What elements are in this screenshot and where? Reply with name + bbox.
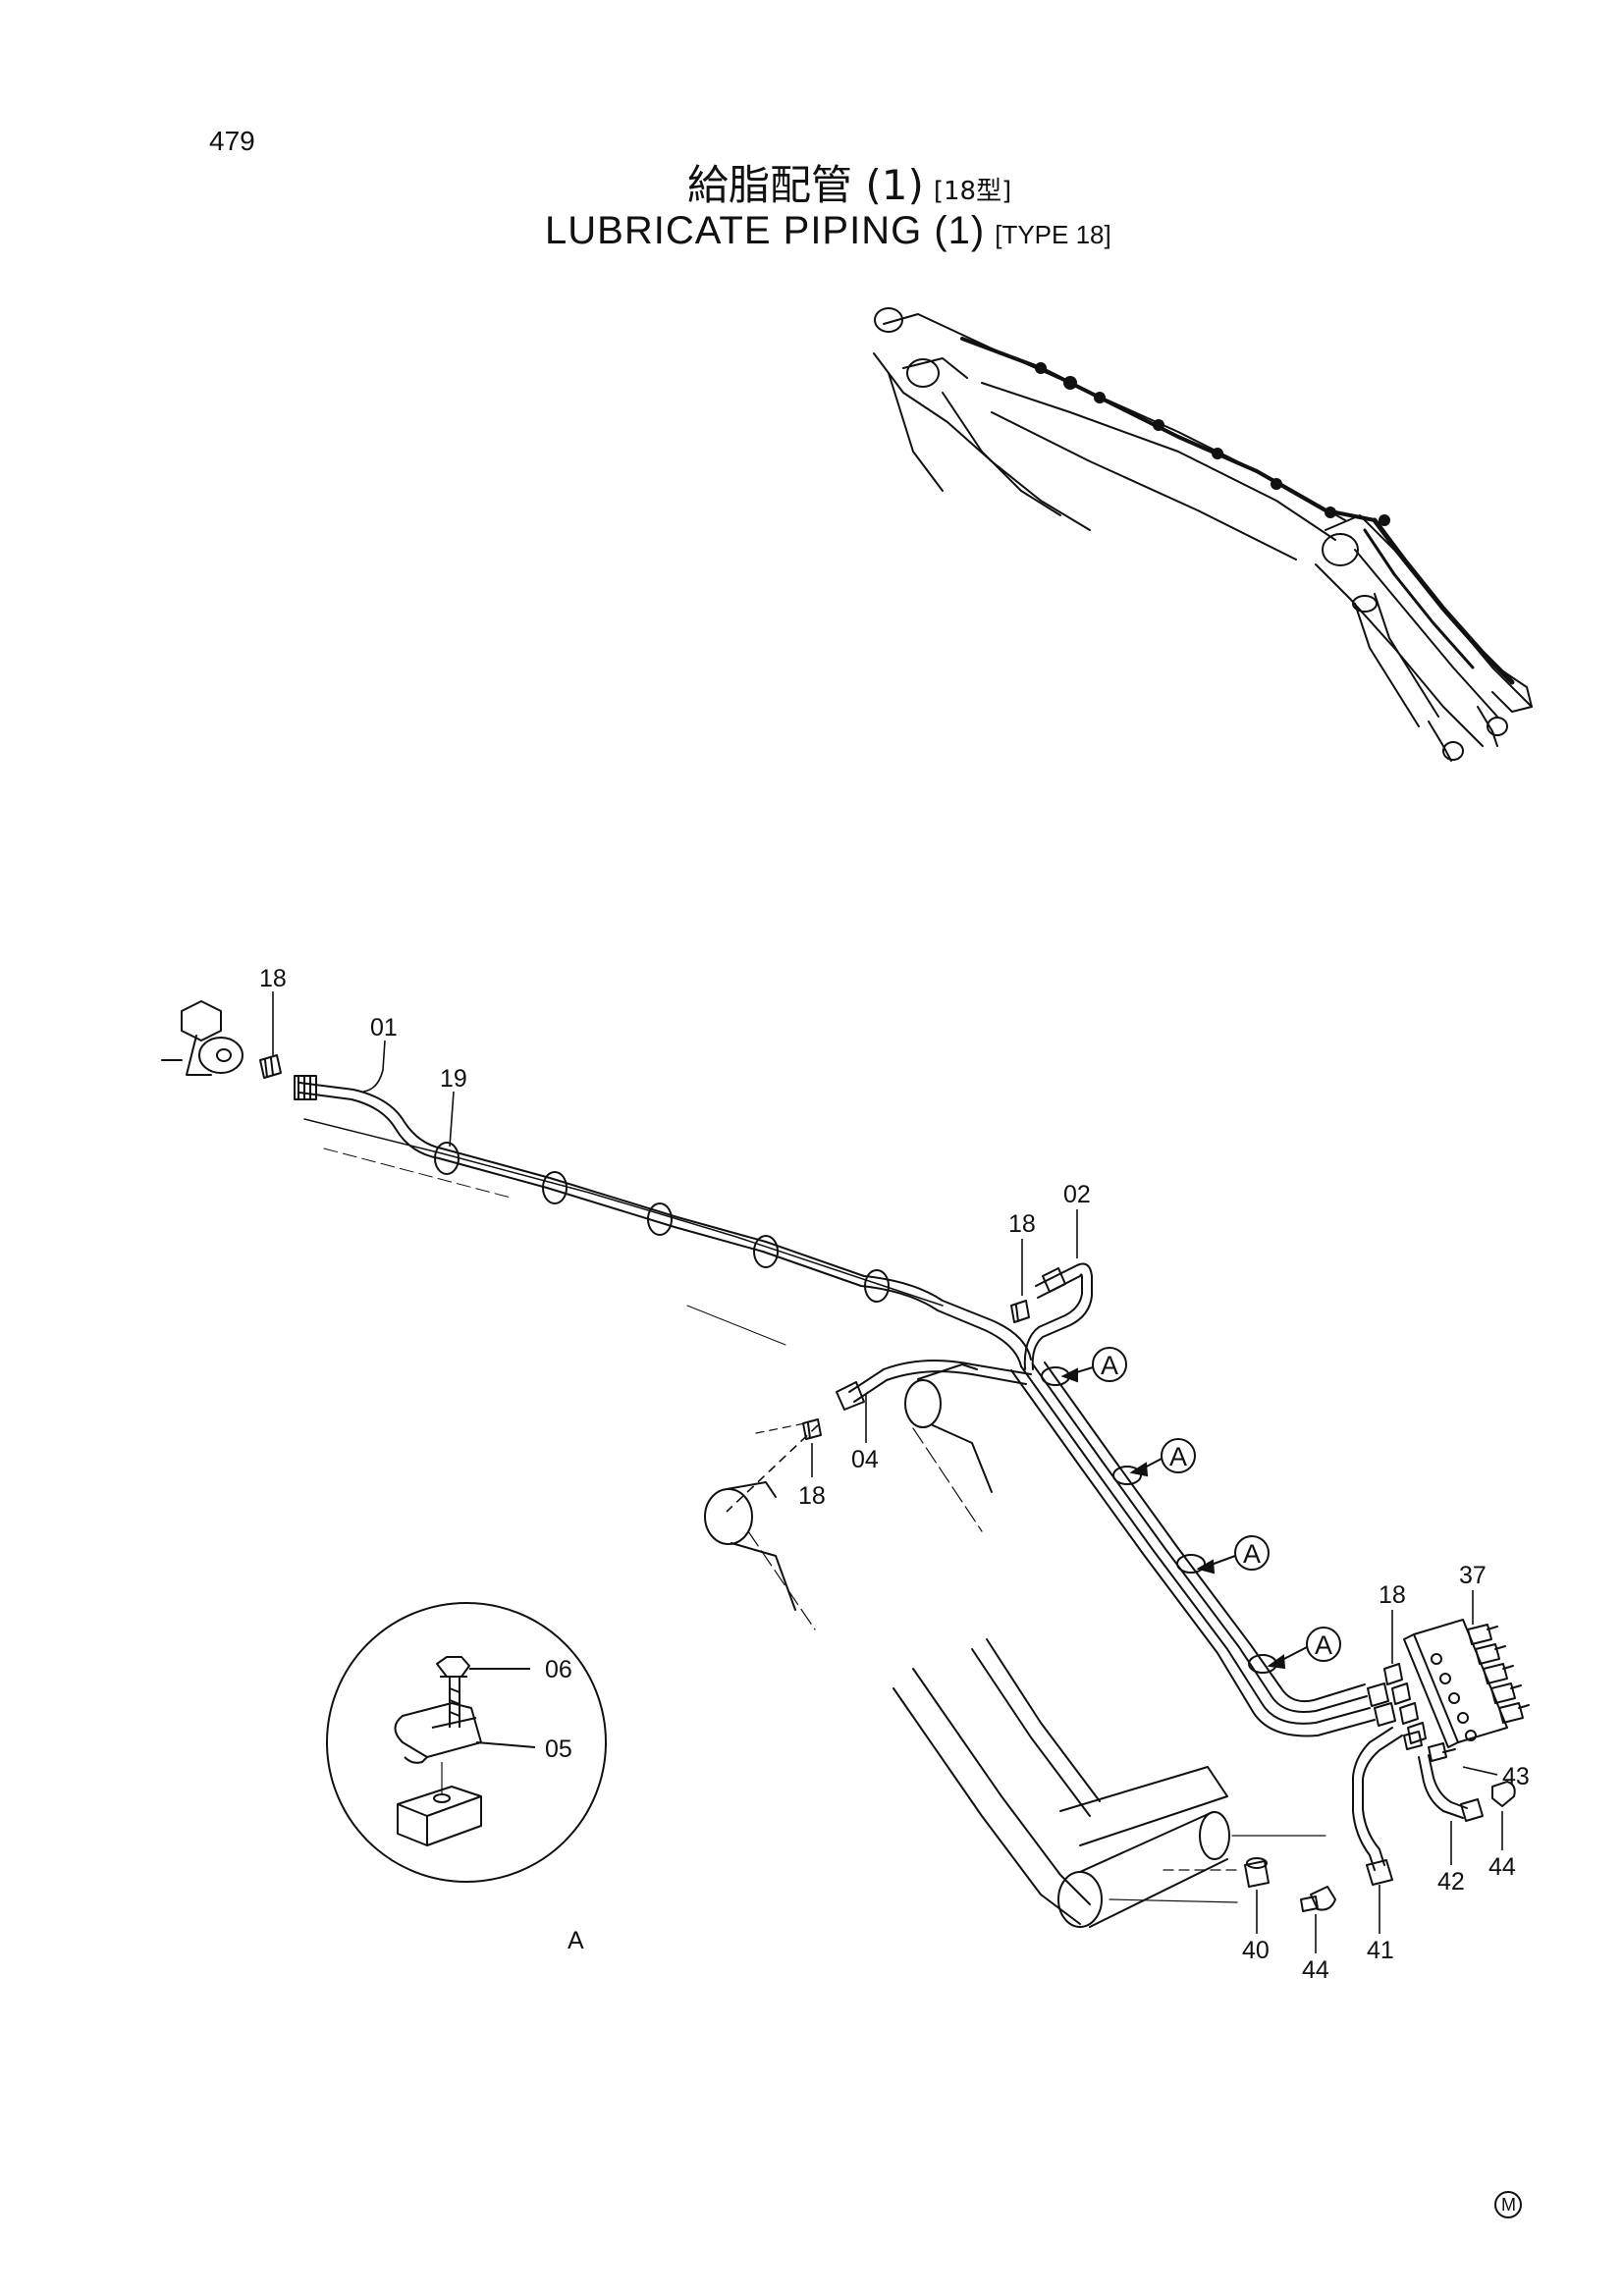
title-english: LUBRICATE PIPING (1) [TYPE 18] (545, 209, 1111, 253)
title-en-text: LUBRICATE PIPING (1) (545, 209, 986, 252)
callout-18-mid: 18 (1008, 1210, 1036, 1238)
clamp-a-callouts (1060, 1347, 1341, 1670)
main-piping-view (161, 1000, 1530, 1928)
fittings-18-manifold (1367, 1663, 1427, 1744)
clamp-a-label-2: A (1169, 1442, 1187, 1471)
page-number: 479 (209, 126, 255, 156)
callout-40: 40 (1242, 1937, 1270, 1964)
callout-41: 41 (1367, 1937, 1394, 1964)
callout-05: 05 (545, 1735, 572, 1763)
callout-18-top: 18 (259, 965, 287, 992)
callout-04: 04 (851, 1446, 879, 1473)
callout-18-lower: 18 (798, 1482, 826, 1510)
grease-nipples-37 (1467, 1624, 1530, 1724)
callout-44-right: 44 (1488, 1853, 1516, 1881)
overview-boom-arm (873, 307, 1533, 762)
callout-44-lower: 44 (1302, 1956, 1329, 1984)
clamp-a-label-4: A (1315, 1630, 1332, 1660)
corner-mark: M (1494, 2191, 1522, 2218)
part-callouts: 18 01 19 18 02 04 18 18 37 06 05 43 44 4… (259, 965, 1530, 1984)
clamp-a-label-3: A (1243, 1539, 1261, 1569)
callout-01: 01 (370, 1014, 398, 1041)
callout-43: 43 (1502, 1763, 1530, 1790)
clamp-a-label-1: A (1101, 1351, 1118, 1380)
callout-37: 37 (1459, 1562, 1487, 1589)
leader-lines (272, 991, 1503, 1953)
callout-18-manifold: 18 (1379, 1581, 1406, 1609)
title-jp-text: 給脂配管 (1) (687, 161, 924, 209)
corner-mark-letter: M (1501, 2195, 1516, 2215)
title-jp-tag: [18型] (933, 177, 1012, 206)
title-japanese: 給脂配管 (1) [18型] (687, 152, 1011, 212)
title-en-tag: [TYPE 18] (995, 220, 1111, 249)
detail-a-view (326, 1602, 607, 1883)
left-pin-bracket (161, 1000, 243, 1076)
callout-42: 42 (1437, 1868, 1465, 1896)
callout-19: 19 (440, 1065, 467, 1093)
callout-06: 06 (545, 1656, 572, 1683)
detail-a-label: A (568, 1927, 584, 1954)
callout-02: 02 (1063, 1181, 1091, 1208)
